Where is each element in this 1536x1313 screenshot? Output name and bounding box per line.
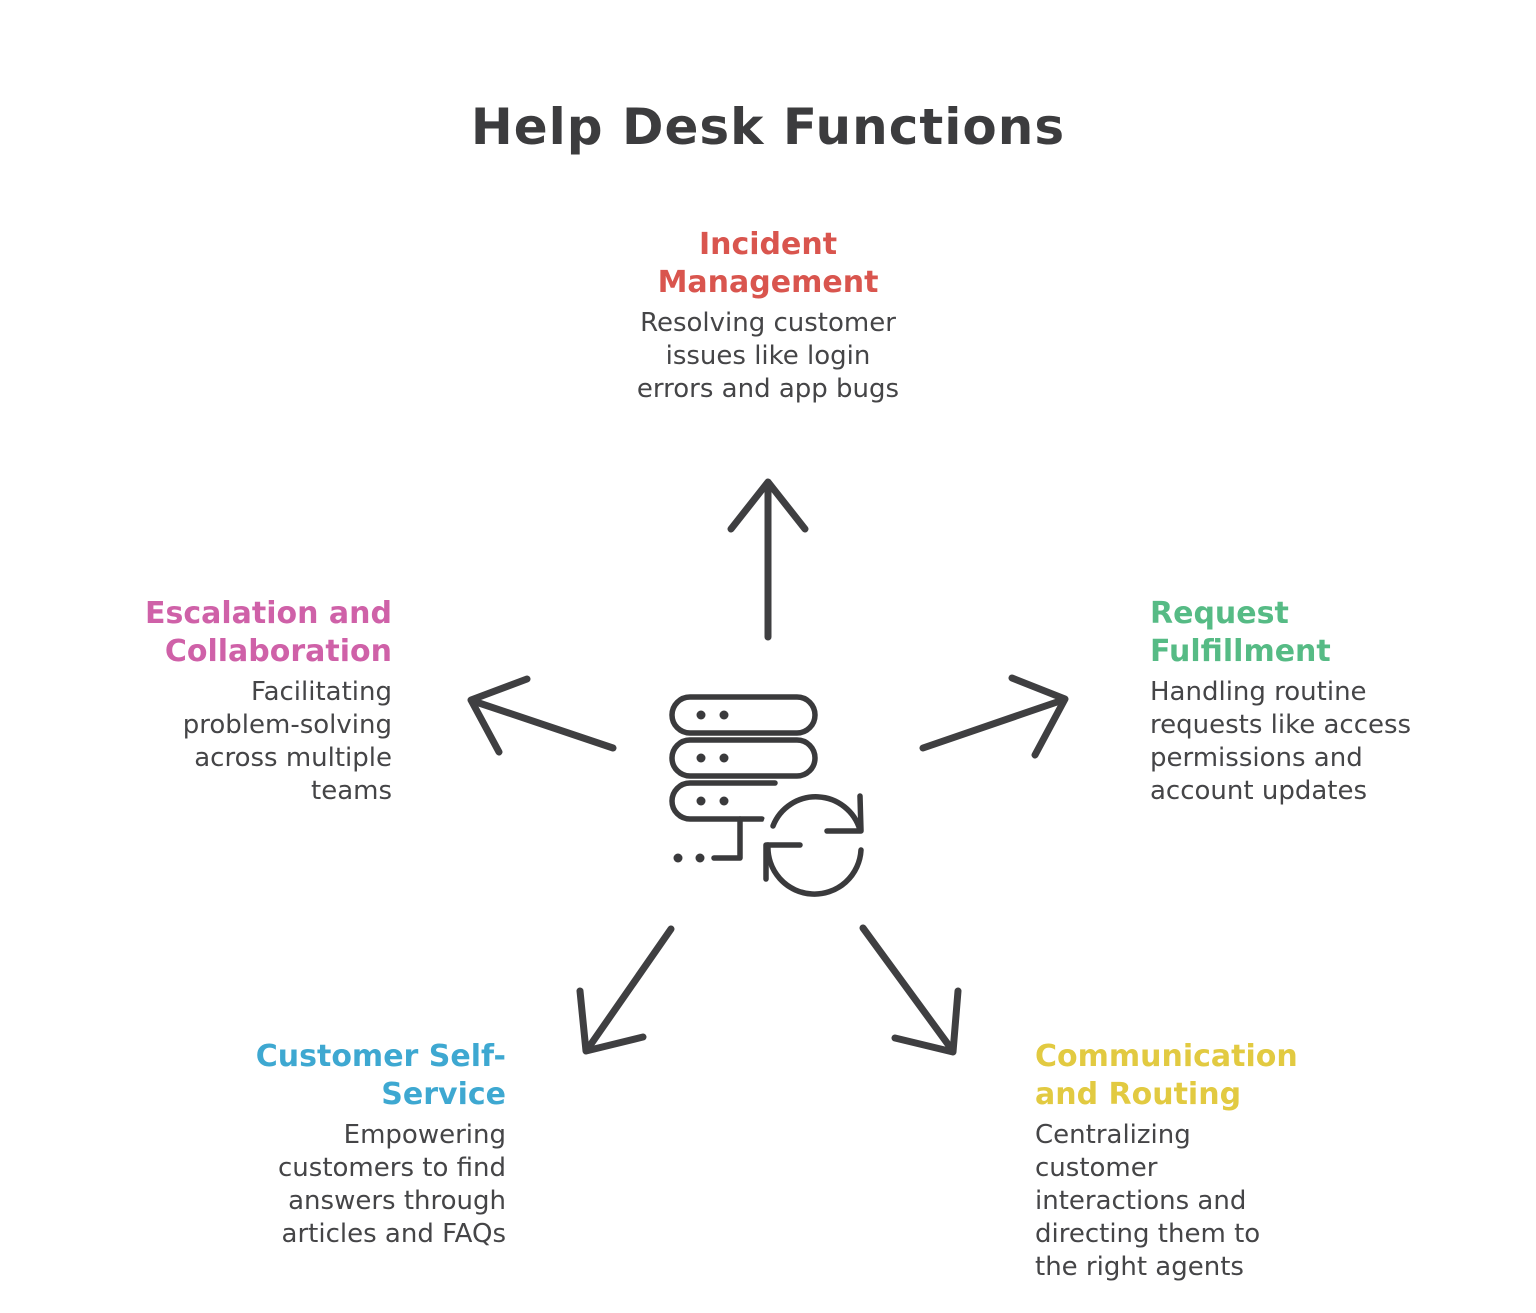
section-title-line: and Routing xyxy=(1035,1077,1242,1112)
description-line: errors and app bugs xyxy=(636,374,900,404)
description-line: answers through xyxy=(288,1186,506,1216)
description-line: problem-solving xyxy=(182,710,392,740)
description-line: Resolving customer xyxy=(640,308,896,338)
description-line: Facilitating xyxy=(251,677,392,707)
section-escalation-collaboration: Escalation and Collaboration Facilitatin… xyxy=(12,595,392,808)
description-line: customer xyxy=(1035,1153,1158,1183)
description-line: directing them to xyxy=(1035,1219,1261,1249)
description-line: Centralizing xyxy=(1035,1120,1191,1150)
section-description: Facilitating problem-solving across mult… xyxy=(12,676,392,808)
section-title-line: Escalation and xyxy=(144,596,392,631)
section-description: Empowering customers to find answers thr… xyxy=(126,1119,506,1251)
section-title: Escalation and Collaboration xyxy=(12,595,392,671)
section-title-line: Request xyxy=(1150,596,1289,631)
description-line: Empowering xyxy=(343,1120,506,1150)
section-description: Handling routine requests like access pe… xyxy=(1150,676,1530,808)
description-line: articles and FAQs xyxy=(281,1219,506,1249)
section-title-line: Communication xyxy=(1035,1039,1298,1074)
server-stack-icon xyxy=(669,694,818,863)
description-line: permissions and xyxy=(1150,743,1363,773)
section-title: Communication and Routing xyxy=(1035,1038,1375,1114)
description-line: the right agents xyxy=(1035,1252,1244,1282)
section-customer-self-service: Customer Self- Service Empowering custom… xyxy=(126,1038,506,1251)
arrow-lower-left-icon xyxy=(576,925,675,1055)
arrow-upper-left-icon xyxy=(467,675,617,756)
page-title: Help Desk Functions xyxy=(470,98,1066,156)
section-title-line: Customer Self- xyxy=(255,1039,506,1074)
description-line: interactions and xyxy=(1035,1186,1247,1216)
section-description: Resolving customer issues like login err… xyxy=(518,307,1018,406)
section-incident-management: Incident Management Resolving customer i… xyxy=(518,226,1018,406)
section-request-fulfillment: Request Fulfillment Handling routine req… xyxy=(1150,595,1530,808)
description-line: across multiple xyxy=(194,743,392,773)
section-title: Request Fulfillment xyxy=(1150,595,1530,671)
description-line: teams xyxy=(311,776,392,806)
section-title-line: Management xyxy=(657,265,879,300)
section-title: Incident Management xyxy=(518,226,1018,302)
description-line: issues like login xyxy=(665,341,871,371)
arrow-lower-right-icon xyxy=(859,924,962,1056)
section-title-line: Collaboration xyxy=(164,634,392,669)
sync-icon xyxy=(761,781,875,897)
arrow-upper-right-icon xyxy=(919,674,1069,759)
section-title-line: Service xyxy=(381,1077,506,1112)
section-title-line: Fulfillment xyxy=(1150,634,1331,669)
description-line: Handling routine xyxy=(1150,677,1367,707)
description-line: customers to find xyxy=(278,1153,506,1183)
section-title: Customer Self- Service xyxy=(126,1038,506,1114)
description-line: account updates xyxy=(1150,776,1368,806)
section-title-line: Incident xyxy=(698,227,838,262)
arrow-up-icon xyxy=(727,478,809,641)
section-communication-routing: Communication and Routing Centralizing c… xyxy=(1035,1038,1375,1284)
description-line: requests like access xyxy=(1150,710,1412,740)
section-description: Centralizing customer interactions and d… xyxy=(1035,1119,1375,1284)
